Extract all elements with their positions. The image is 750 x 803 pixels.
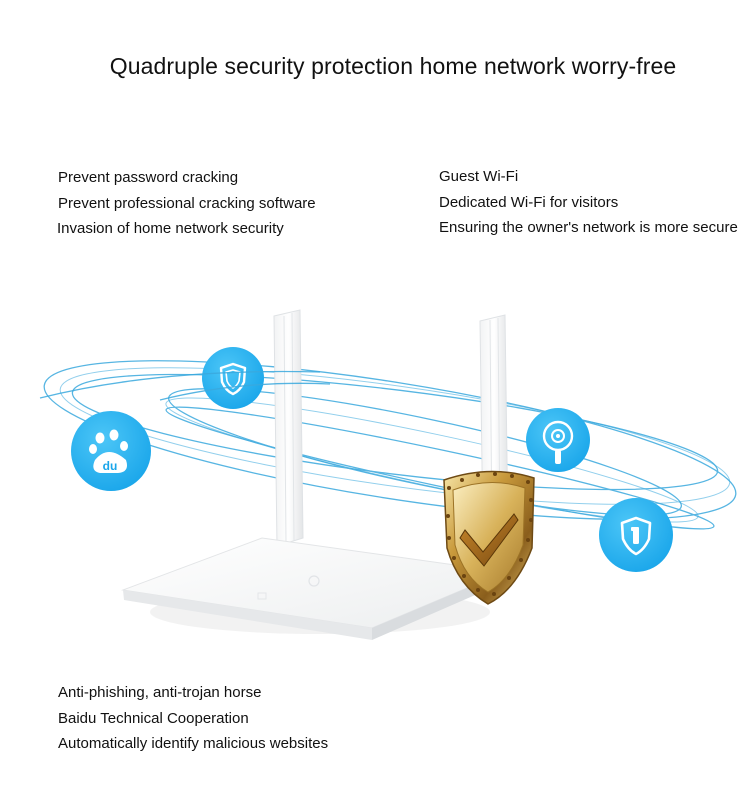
feature-line: Automatically identify malicious website… (58, 735, 329, 752)
feature-anti-phishing: Anti-phishing, anti-trojan horse Baidu T… (58, 680, 328, 757)
router-scene-graphic: du (39, 309, 737, 640)
gold-shield-check-icon (443, 470, 535, 605)
feature-guest-wifi: Guest Wi-Fi Dedicated Wi-Fi for visitors… (439, 164, 738, 241)
router-illustration: du (0, 290, 750, 660)
guest-wifi-icon (526, 408, 590, 472)
feature-line: Dedicated Wi-Fi for visitors (439, 193, 619, 211)
feature-password-protection: Prevent password cracking Prevent profes… (57, 165, 316, 242)
feature-line: Anti-phishing, anti-trojan horse (58, 684, 262, 701)
feature-line: Ensuring the owner's network is more sec… (439, 219, 738, 236)
feature-line: Invasion of home network security (57, 220, 284, 237)
headline: Quadruple security protection home netwo… (109, 53, 677, 79)
feature-line: Prevent professional cracking software (58, 194, 316, 212)
feature-line: Baidu Technical Cooperation (58, 709, 249, 727)
feature-line: Prevent password cracking (58, 169, 239, 186)
security-shield-icon (599, 498, 673, 572)
feature-line: Guest Wi-Fi (439, 168, 519, 185)
baidu-paw-icon: du (71, 411, 151, 491)
orbit-rings (43, 360, 737, 530)
shield-icon (202, 347, 264, 409)
baidu-du-label: du (103, 459, 118, 473)
